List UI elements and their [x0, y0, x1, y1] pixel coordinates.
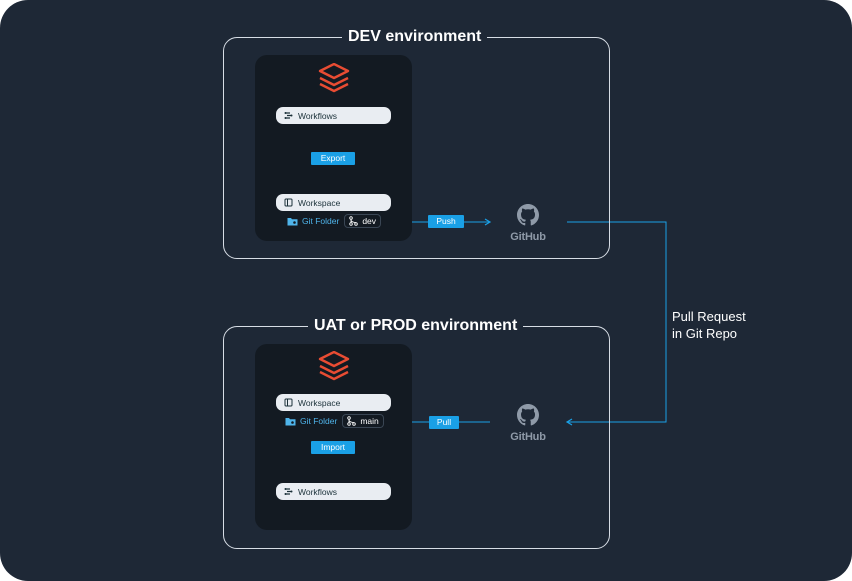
databricks-logo-icon — [318, 63, 350, 93]
dev-git-folder-label: Git Folder — [302, 216, 340, 226]
push-tag: Push — [428, 215, 464, 228]
prod-environment-title: UAT or PROD environment — [308, 316, 524, 336]
prod-workspace-node: Workspace — [276, 394, 391, 411]
prod-import-tag: Import — [311, 441, 355, 454]
dev-workspace-node: Workspace — [276, 194, 391, 211]
dev-environment-title: DEV environment — [342, 27, 488, 47]
databricks-logo-icon — [318, 351, 350, 381]
dev-export-tag: Export — [311, 152, 355, 165]
workflows-icon — [284, 112, 293, 119]
prod-github-node: GitHub — [506, 404, 550, 443]
dev-github-label: GitHub — [510, 231, 546, 243]
workspace-icon — [284, 398, 293, 407]
dev-git-folder-row: Git Folder dev — [287, 214, 382, 228]
prod-git-folder-row: Git Folder main — [285, 414, 384, 428]
pull-request-path — [565, 221, 667, 426]
workspace-icon — [284, 198, 293, 207]
dev-workflows-node: Workflows — [276, 107, 391, 124]
git-folder-icon — [287, 217, 298, 225]
dev-workspace-label: Workspace — [298, 197, 341, 208]
branch-icon — [349, 216, 359, 226]
git-folder-icon — [285, 417, 296, 425]
dev-github-node: GitHub — [506, 204, 550, 243]
prod-git-folder-label: Git Folder — [300, 416, 338, 426]
pull-tag: Pull — [429, 416, 459, 429]
dev-branch-badge: dev — [344, 214, 382, 228]
dev-branch-name: dev — [362, 216, 377, 226]
prod-workflows-node: Workflows — [276, 483, 391, 500]
prod-workspace-label: Workspace — [298, 397, 341, 408]
prod-workflows-label: Workflows — [298, 486, 338, 497]
workflows-icon — [284, 488, 293, 495]
github-icon — [517, 204, 539, 226]
branch-icon — [347, 416, 357, 426]
prod-github-label: GitHub — [510, 431, 546, 443]
prod-branch-badge: main — [342, 414, 384, 428]
github-icon — [517, 404, 539, 426]
pull-request-note: Pull Request in Git Repo — [672, 308, 746, 342]
dev-workflows-label: Workflows — [298, 110, 338, 121]
prod-branch-name: main — [360, 416, 379, 426]
